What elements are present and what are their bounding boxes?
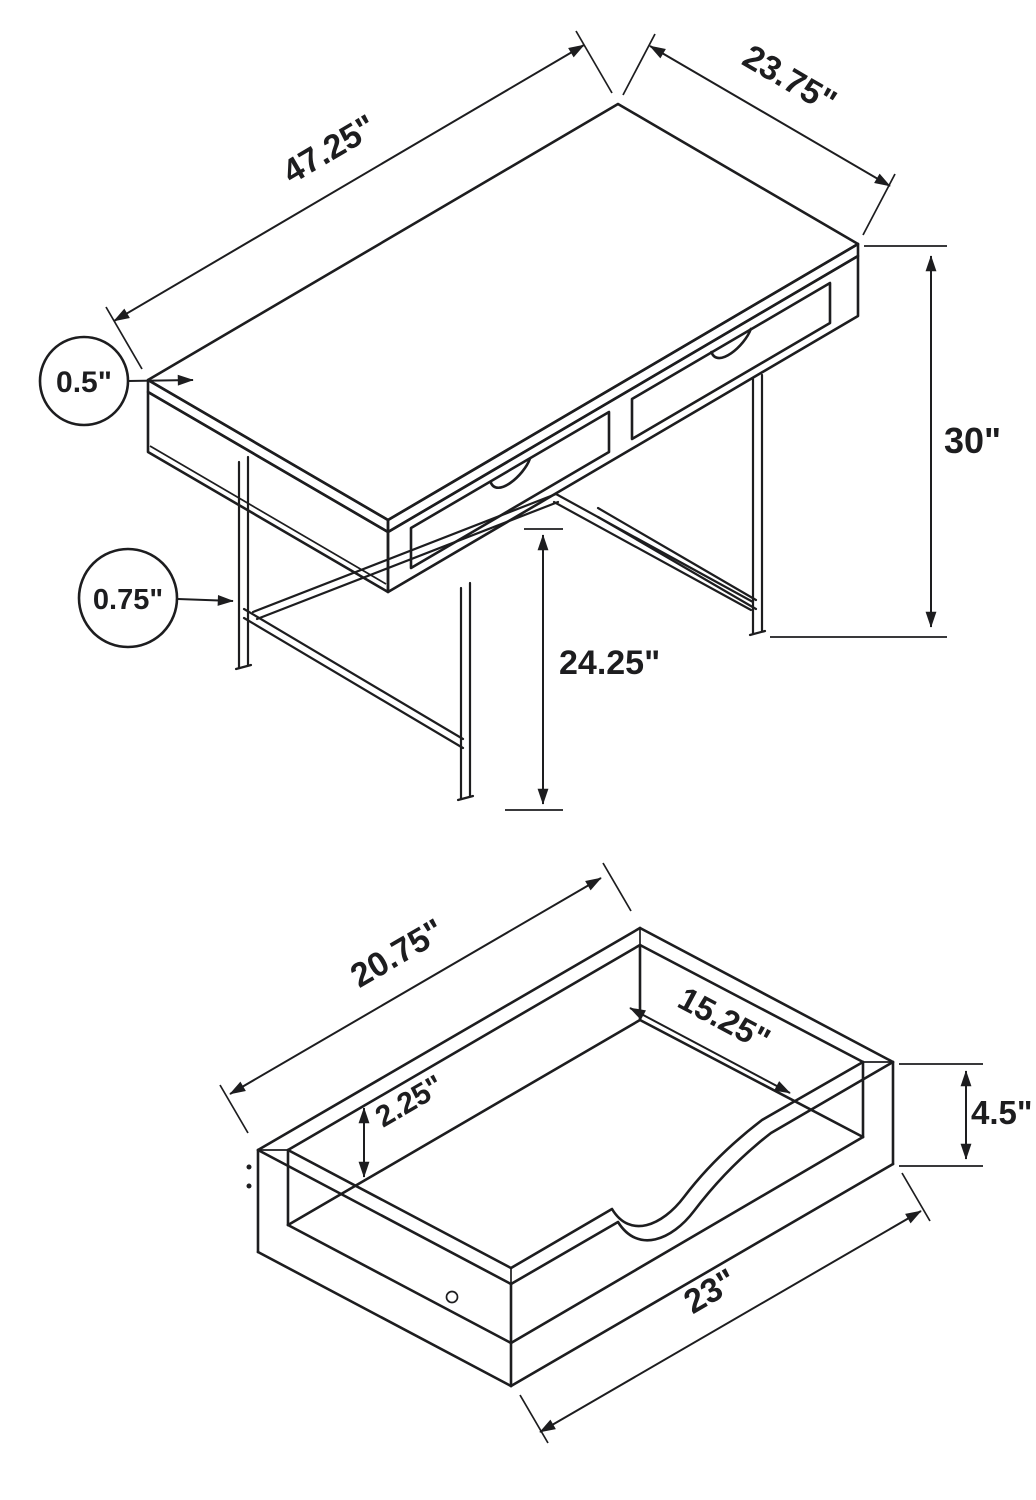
drawer-front-width-dimension: 23" — [519, 1172, 931, 1444]
drawer-box-outline — [246, 926, 895, 1388]
drawer-length-dimension-label: 20.75" — [344, 912, 451, 996]
desk-length-dimension-label: 47.25" — [276, 108, 383, 192]
drawer-opening-dimension: 15.25" — [629, 979, 791, 1094]
desk-leg-thickness-label: 0.75" — [93, 584, 163, 616]
drawer-height-dimension: 4.5" — [899, 1063, 1033, 1167]
desk-leg-frame-right — [596, 373, 767, 637]
drawer-height-dimension-label: 4.5" — [971, 1094, 1033, 1131]
desk-depth-dimension-label: 23.75" — [736, 38, 843, 122]
screw-hole-icon — [246, 1164, 252, 1170]
drawer-handle-notch-icon — [489, 457, 532, 489]
desk-support-braces — [251, 492, 755, 621]
desk-clearance-dimension-label: 24.25" — [559, 644, 660, 682]
drawer-isometric-view: 20.75" 15.25" 2.25" 4.5" 23" — [219, 862, 1033, 1444]
desk-clearance-dimension: 24.25" — [505, 528, 660, 811]
drawer-notch-dimension: 2.25" — [358, 1069, 449, 1178]
desk-isometric-view: 47.25" 23.75" 0.5" 30" 0.75" — [38, 30, 1001, 811]
desk-depth-dimension: 23.75" — [622, 33, 896, 236]
drawer-front-width-dimension-label: 23" — [678, 1262, 744, 1322]
drawer-scoop-inner-edge — [509, 1060, 865, 1270]
callout-circle — [77, 547, 179, 649]
desk-drawer-front-1 — [409, 410, 611, 570]
desk-leg-frame-left — [234, 455, 475, 802]
screw-hole-icon — [246, 1183, 252, 1189]
drawer-scoop-outer-edge — [509, 1060, 895, 1286]
desk-drawer-front-2 — [630, 281, 832, 441]
desk-leg-thickness-callout: 0.75" — [77, 547, 234, 649]
desk-length-dimension: 47.25" — [105, 30, 613, 370]
desk-top-thickness-callout: 0.5" — [38, 335, 194, 427]
screw-hole-icon — [445, 1290, 459, 1304]
desk-height-dimension: 30" — [770, 245, 1001, 638]
desk-drawer-cabinet — [146, 254, 860, 594]
drawer-handle-notch-icon — [710, 327, 753, 360]
desk-height-dimension-label: 30" — [944, 420, 1001, 461]
desk-top-thickness-label: 0.5" — [56, 366, 112, 399]
